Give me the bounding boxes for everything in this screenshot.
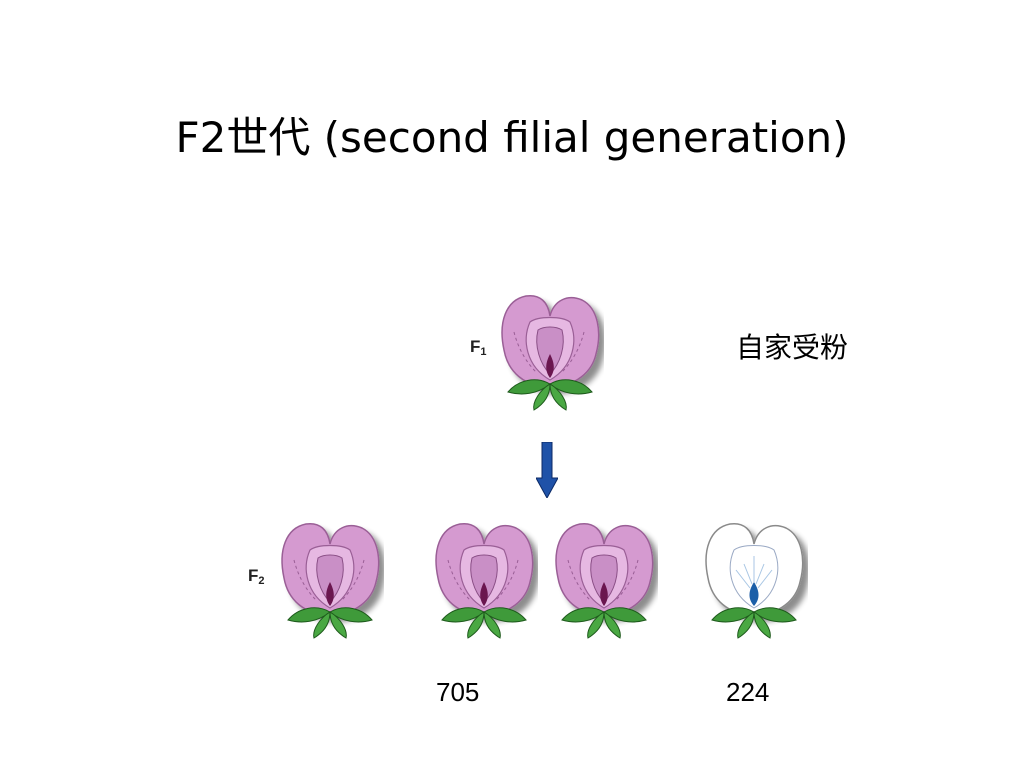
- f1-subscript: 1: [480, 346, 487, 358]
- self-pollination-label: 自家受粉: [736, 331, 849, 364]
- slide-title: F2世代 (second filial generation): [175, 113, 849, 162]
- down-arrow-icon: [536, 442, 558, 498]
- purple-pea-flower-icon: [281, 522, 380, 639]
- f1-letter: F: [470, 337, 481, 356]
- purple-pea-flower-icon: [435, 522, 534, 639]
- white-pea-flower-icon: [705, 522, 804, 639]
- purple-pea-flower-icon: [501, 294, 600, 411]
- purple-count: 705: [436, 677, 480, 707]
- f2-label: F2: [248, 566, 265, 587]
- f2-letter: F: [248, 566, 259, 585]
- f2-subscript: 2: [258, 575, 265, 587]
- purple-pea-flower-icon: [555, 522, 654, 639]
- white-count: 224: [726, 677, 770, 707]
- f1-label: F1: [470, 337, 487, 358]
